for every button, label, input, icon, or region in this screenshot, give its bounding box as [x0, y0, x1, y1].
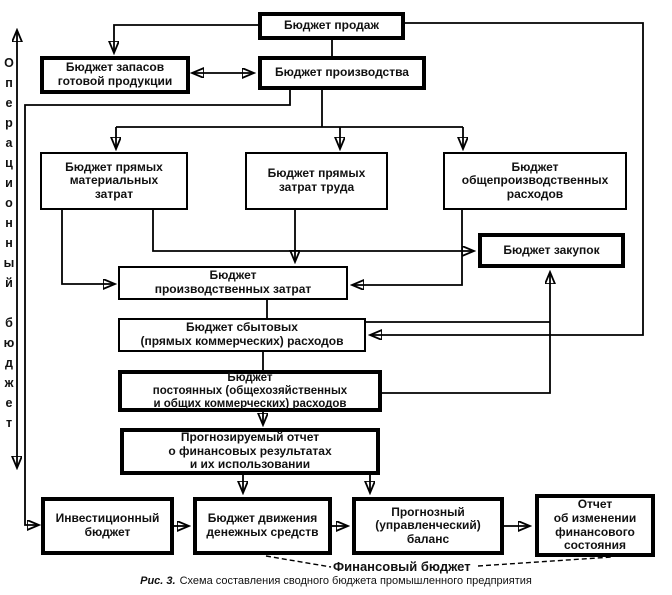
arrow-production-to-investment: [24, 90, 291, 525]
node-financial-state-change-report: Отчет об изменении финансового состояния: [535, 494, 655, 557]
node-forecast-income-statement: Прогнозируемый отчет о финансовых резуль…: [120, 428, 380, 475]
node-overhead-budget: Бюджет общепроизводственных расходов: [443, 152, 627, 210]
arrow-materials-to-prod-costs: [61, 210, 114, 284]
arrow-sales-to-inventory: [114, 24, 258, 52]
arrow-overhead-to-prod-costs: [353, 210, 463, 285]
node-investment-budget: Инвестиционный бюджет: [41, 497, 174, 555]
arrow-materials-to-purchases: [152, 210, 473, 251]
node-sales-budget: Бюджет продаж: [258, 12, 405, 40]
financial-budget-label: Финансовый бюджет: [333, 559, 471, 574]
node-direct-labor-budget: Бюджет прямых затрат труда: [245, 152, 388, 210]
node-purchases-budget: Бюджет закупок: [478, 233, 625, 268]
dash-financial-label-right: [477, 556, 613, 567]
node-forecast-balance: Прогнозный (управленческий) баланс: [352, 497, 504, 555]
node-production-costs-budget: Бюджет производственных затрат: [118, 266, 348, 300]
node-selling-expenses-budget: Бюджет сбытовых (прямых коммерческих) ра…: [118, 318, 366, 352]
figure-caption: Рис. 3.Схема составления сводного бюджет…: [0, 575, 672, 587]
figure-caption-text: Схема составления сводного бюджета промы…: [179, 575, 532, 587]
dash-financial-label-left: [265, 555, 332, 568]
figure-number: Рис. 3.: [140, 575, 176, 587]
node-direct-materials-budget: Бюджет прямых материальных затрат: [40, 152, 188, 210]
node-cash-flow-budget: Бюджет движения денежных средств: [193, 497, 332, 555]
arrow-fixed-to-purchases: [382, 273, 550, 394]
operational-budget-label: Операционный бюджет: [2, 56, 16, 436]
node-finished-goods-inventory-budget: Бюджет запасов готовой продукции: [40, 56, 190, 94]
node-fixed-expenses-budget: Бюджет постоянных (общехозяйственных и о…: [118, 370, 382, 412]
node-production-budget: Бюджет производства: [258, 56, 426, 90]
arrow-sales-to-selling: [371, 22, 644, 335]
